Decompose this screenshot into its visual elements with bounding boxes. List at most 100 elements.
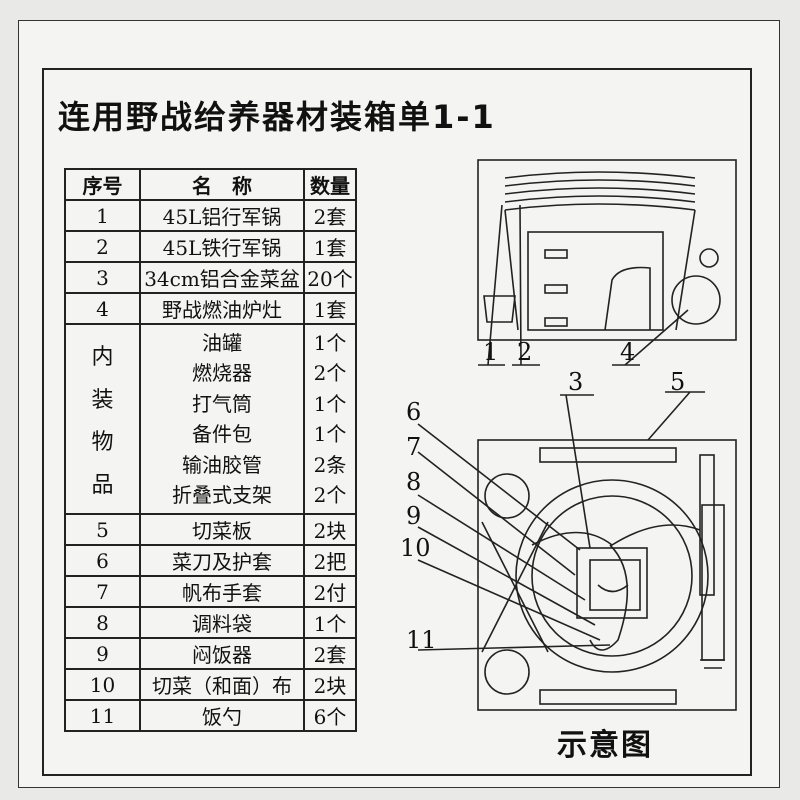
row-qty: 2块 [303,513,357,546]
row-name: 帆布手套 [139,575,305,608]
row-no: 7 [64,575,141,608]
diagram-label-6: 6 [406,398,421,426]
table-row: 3 34cm铝合金菜盆 20个 [64,261,357,294]
diagram-label-4: 4 [620,338,635,366]
table-row: 7 帆布手套 2付 [64,575,357,608]
inner-items-label: 内 装 物 品 [64,323,141,515]
diagram-label-1: 1 [483,338,498,366]
inner-items-row: 内 装 物 品 油罐 燃烧器 打气筒 备件包 输油胶管 折叠式支架 1个 2个 … [64,323,357,515]
leader-5 [647,391,705,441]
inner-box-inner [589,559,641,611]
inner-label-char: 品 [91,472,114,498]
pot-rim [504,179,696,187]
row-no: 4 [64,292,141,325]
header-name: 名 称 [139,168,305,201]
diagram-label-3: 3 [568,368,583,396]
diagram-label-2: 2 [517,338,532,366]
row-no: 9 [64,637,141,670]
pot-rim [504,187,696,195]
row-qty: 2套 [303,199,357,232]
diagram-label-8: 8 [406,468,421,496]
stove-body [527,231,664,331]
pot-outer-circle [515,479,709,673]
inner-item-qty: 2个 [313,482,347,507]
header-no: 序号 [64,168,141,201]
page-title: 连用野战给养器材装箱单1-1 [58,98,496,136]
side-tube [699,454,715,596]
table-row: 5 切菜板 2块 [64,513,357,546]
table-row: 11 饭勺 6个 [64,699,357,732]
pot-body [504,209,696,331]
row-name: 切菜（和面）布 [139,668,305,701]
row-qty: 2付 [303,575,357,608]
inner-items-qtys: 1个 2个 1个 1个 2条 2个 [303,323,357,515]
bottom-handle [539,689,677,705]
inner-item-name: 折叠式支架 [172,482,272,507]
row-name: 野战燃油炉灶 [139,292,305,325]
left-bottom-ring [484,649,530,695]
inner-box-outer [576,547,648,619]
row-name: 34cm铝合金菜盆 [139,261,305,294]
diagram-label-10: 10 [400,534,431,562]
row-name: 切菜板 [139,513,305,546]
stove-vent [544,249,568,259]
row-no: 2 [64,230,141,263]
row-no: 6 [64,544,141,577]
cloth-curve [531,524,701,546]
inner-item-name: 燃烧器 [192,361,252,386]
row-name: 45L铁行军锅 [139,230,305,263]
small-round-cap [699,248,719,268]
row-no: 8 [64,606,141,639]
cup-shape [483,295,516,323]
leader-11 [417,644,611,651]
inner-item-name: 输油胶管 [182,452,262,477]
inner-item-qty: 1个 [313,331,347,355]
pot-rim [504,203,696,211]
header-qty: 数量 [303,168,357,201]
ladle-curve [589,544,629,651]
row-name: 闷饭器 [139,637,305,670]
leader-10 [417,559,601,641]
row-qty: 1套 [303,230,357,263]
table-row: 8 调料袋 1个 [64,606,357,639]
row-qty: 6个 [303,699,357,732]
diagram-label-11: 11 [406,626,437,654]
table-row: 9 闷饭器 2套 [64,637,357,670]
row-qty: 1套 [303,292,357,325]
row-qty: 2把 [303,544,357,577]
row-name: 调料袋 [139,606,305,639]
row-no: 5 [64,513,141,546]
inner-label-char: 内 [91,345,114,371]
stove-panel [604,266,651,331]
row-no: 1 [64,199,141,232]
top-handle [539,447,677,463]
leader-9 [417,526,596,626]
packing-list-table: 序号 名 称 数量 1 45L铝行军锅 2套 2 45L铁行军锅 1套 3 34… [64,168,357,732]
row-qty: 20个 [303,261,357,294]
row-qty: 2块 [303,668,357,701]
pot-rim [504,195,696,203]
inner-items-names: 油罐 燃烧器 打气筒 备件包 输油胶管 折叠式支架 [139,323,305,515]
leader-lines [487,204,689,366]
table-row: 1 45L铝行军锅 2套 [64,199,357,232]
box-side-view [477,159,737,341]
left-top-ring [484,473,530,519]
row-name: 饭勺 [139,699,305,732]
diagram-label-7: 7 [406,433,421,461]
table-row: 4 野战燃油炉灶 1套 [64,292,357,325]
table-header-row: 序号 名 称 数量 [64,168,357,201]
table-row: 2 45L铁行军锅 1套 [64,230,357,263]
diagram-label-9: 9 [406,502,421,530]
pot-rim [504,171,696,179]
box-top-view [477,439,737,711]
row-no: 11 [64,699,141,732]
row-qty: 1个 [303,606,357,639]
inner-spoon [597,584,629,593]
row-qty: 2套 [303,637,357,670]
cross-frame [481,521,549,653]
document-frame [42,68,752,776]
row-no: 10 [64,668,141,701]
inner-item-qty: 2个 [313,361,347,386]
leader-6 [417,423,581,551]
